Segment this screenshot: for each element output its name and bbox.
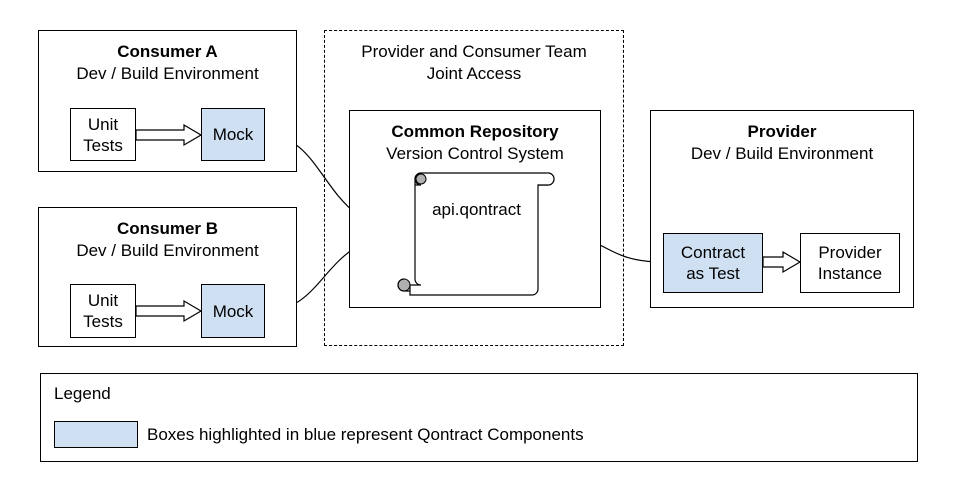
consumer-b-mock: Mock (201, 284, 265, 338)
consumer-a-subtitle: Dev / Build Environment (76, 64, 259, 83)
provider-title: Provider (747, 122, 817, 141)
consumer-b-title: Consumer B (116, 219, 219, 238)
contract-as-test-box: Contract as Test (663, 233, 763, 293)
joint-access-title-line1: Provider and Consumer Team (361, 42, 587, 61)
provider-instance-box: Provider Instance (800, 233, 900, 293)
legend-blue-swatch (54, 421, 138, 448)
repository-subtitle: Version Control System (386, 144, 564, 163)
consumer-a-title: Consumer A (117, 42, 218, 61)
api-qontract-label: api.qontract (432, 200, 521, 219)
consumer-b-subtitle: Dev / Build Environment (76, 241, 259, 260)
joint-access-region: Provider and Consumer Team Joint Access (324, 30, 624, 346)
joint-access-title-line2: Joint Access (426, 64, 522, 83)
consumer-a-mock: Mock (201, 108, 265, 161)
consumer-a-unit-tests: Unit Tests (70, 108, 136, 161)
consumer-b-unit-tests: Unit Tests (70, 284, 136, 338)
legend-description: Boxes highlighted in blue represent Qont… (147, 425, 584, 444)
provider-subtitle: Dev / Build Environment (690, 144, 874, 163)
legend-box: Legend Boxes highlighted in blue represe… (40, 373, 918, 462)
repository-title: Common Repository (391, 122, 559, 141)
legend-title: Legend (54, 384, 111, 403)
